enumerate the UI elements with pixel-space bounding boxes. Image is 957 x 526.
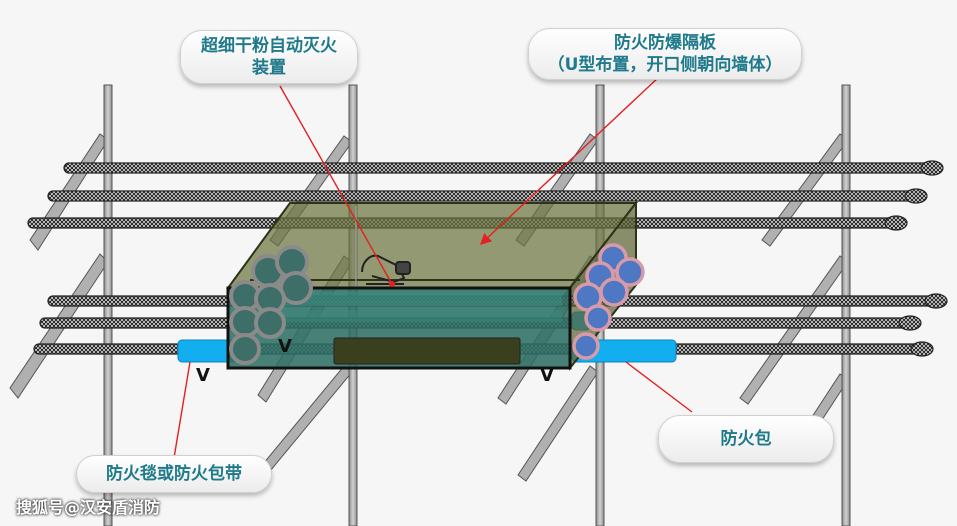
callout-panel-line2: （U型布置，开口侧朝向墙体）	[547, 55, 783, 75]
v-mark-inner: V	[278, 336, 292, 357]
watermark: 搜狐号@汉安盾消防	[16, 498, 161, 517]
callout-powder-device-line1: 超细干粉自动灭火	[201, 36, 337, 56]
leader-lines	[173, 75, 693, 459]
fire-packs-right	[572, 243, 645, 360]
callout-panel-line1: 防火防爆隔板	[614, 33, 716, 53]
v-mark-left: V	[196, 365, 210, 386]
v-mark-right: V	[540, 365, 554, 386]
callout-fire-blanket-text: 防火毯或防火包带	[106, 464, 242, 484]
callout-fire-pack: 防火包	[658, 415, 834, 463]
fire-packs-left	[229, 245, 313, 365]
cable-core	[333, 337, 521, 365]
powder-device-icon	[361, 254, 411, 285]
callout-fire-pack-text: 防火包	[720, 429, 772, 449]
callout-powder-device: 超细干粉自动灭火 装置	[180, 30, 358, 84]
callout-panel: 防火防爆隔板 （U型布置，开口侧朝向墙体）	[528, 28, 802, 80]
callout-fire-blanket: 防火毯或防火包带	[76, 455, 272, 493]
callout-powder-device-line2: 装置	[252, 58, 286, 78]
